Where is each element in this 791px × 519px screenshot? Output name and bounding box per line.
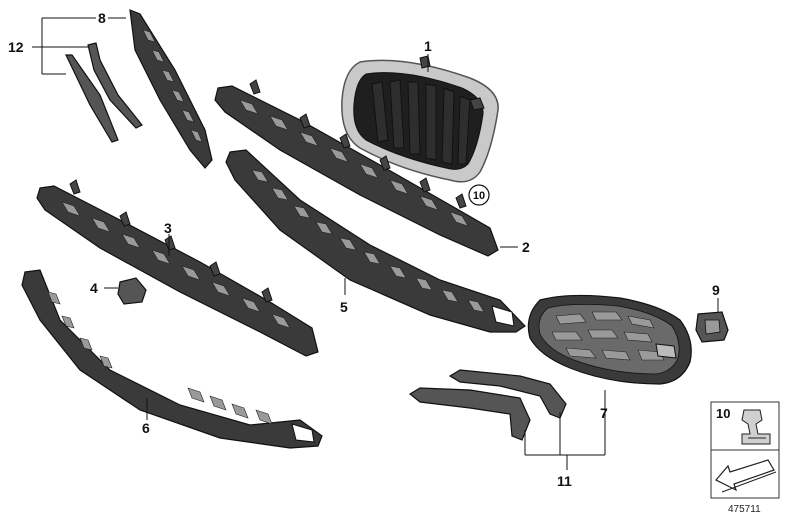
legend-box: 10 — [710, 401, 780, 499]
callout-11: 11 — [557, 473, 572, 489]
part-4-bracket — [117, 277, 147, 305]
part-9-clip — [695, 311, 729, 343]
callout-labels: 1 2 3 4 5 6 7 8 9 11 12 10 — [8, 10, 720, 489]
drawing-number: 475711 — [728, 504, 761, 515]
callout-7: 7 — [600, 405, 608, 421]
callout-8: 8 — [98, 10, 106, 26]
part-5-lower-grille — [225, 149, 526, 333]
callout-2: 2 — [522, 239, 530, 255]
legend-label: 10 — [716, 406, 730, 421]
callout-1: 1 — [424, 38, 432, 54]
callout-10-circle — [468, 184, 490, 206]
callout-12: 12 — [8, 39, 24, 55]
callout-9: 9 — [712, 282, 720, 298]
callout-10-circled: 10 — [473, 190, 485, 202]
part-11-trim-strips — [408, 369, 567, 441]
part-8-grille-strip — [129, 9, 213, 169]
callout-3: 3 — [164, 220, 172, 236]
part-1-kidney-grille — [341, 55, 499, 183]
part-3-middle-grille-bar — [36, 179, 319, 357]
leader-lines — [32, 17, 719, 470]
callout-4: 4 — [90, 280, 98, 296]
callout-6: 6 — [142, 420, 150, 436]
part-12-trim-strips — [65, 42, 143, 143]
part-7-side-grille — [527, 294, 692, 385]
clip-icon — [741, 409, 771, 445]
arrow-pointer-icon — [715, 459, 777, 493]
part-6-bottom-grille — [21, 269, 323, 449]
callout-5: 5 — [340, 299, 348, 315]
part-2-upper-grille-bar — [214, 79, 499, 257]
